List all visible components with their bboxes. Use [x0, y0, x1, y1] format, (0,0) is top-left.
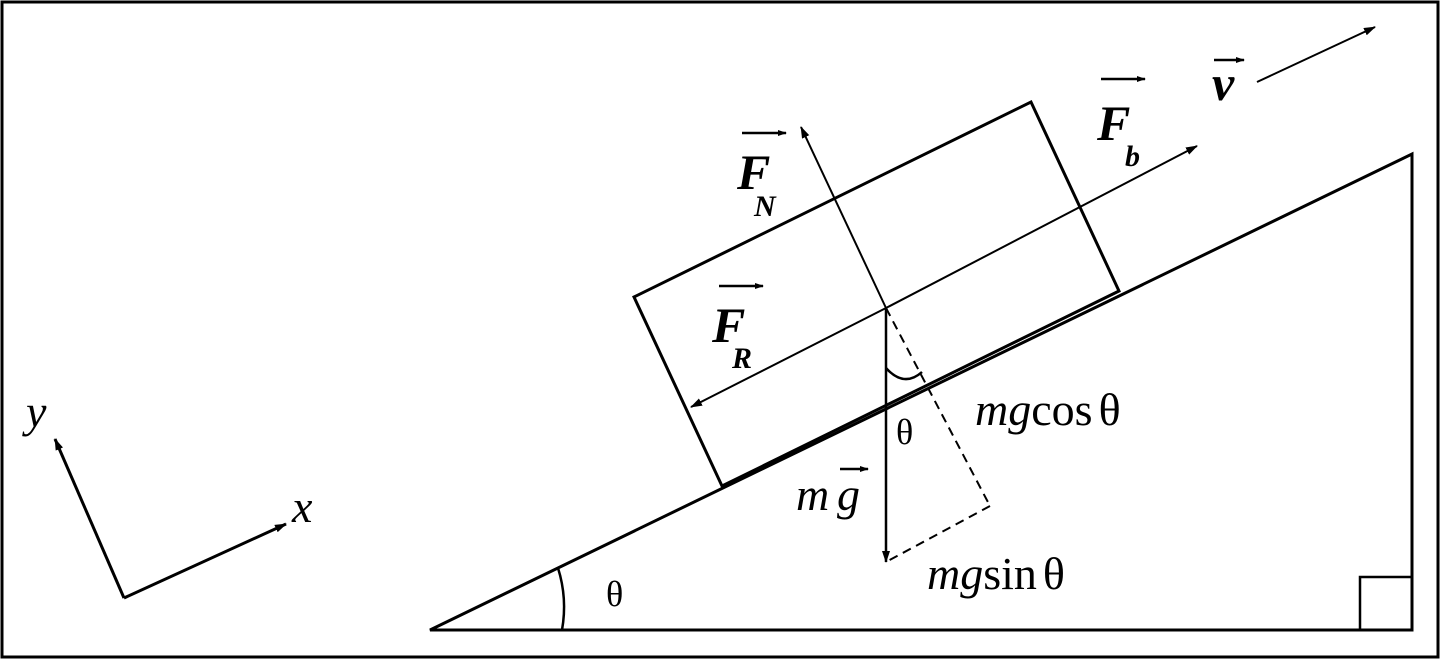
- resistance-force-label: F R: [711, 283, 764, 375]
- weight-cos-component-line: [885, 307, 991, 507]
- weight-sin-component-line: [885, 505, 991, 563]
- driving-force-arrow: [885, 145, 1198, 309]
- block-angle-arc: [885, 367, 923, 381]
- right-angle-marker: [1358, 575, 1412, 630]
- weight-cos-angle: θ: [1099, 384, 1121, 435]
- driving-force-symbol: F: [1096, 95, 1130, 151]
- y-axis-arrow: [53, 438, 126, 599]
- base-angle-label: θ: [606, 574, 623, 614]
- x-axis-label: x: [291, 481, 313, 532]
- resistance-force-arrow: [690, 307, 887, 408]
- incline-wedge: [429, 151, 1414, 632]
- base-angle-arc: [556, 567, 566, 631]
- weight-sin-angle: θ: [1043, 548, 1065, 599]
- velocity-label: v: [1212, 55, 1245, 111]
- velocity-arrow: [1256, 26, 1376, 83]
- normal-force-subscript: N: [753, 190, 777, 223]
- weight-mass-symbol: m: [796, 469, 829, 520]
- driving-force-label: F b: [1096, 76, 1146, 173]
- velocity-symbol: v: [1212, 55, 1235, 111]
- weight-g-symbol: g: [837, 469, 860, 520]
- resistance-force-symbol: F: [711, 297, 745, 353]
- driving-force-subscript: b: [1125, 140, 1140, 173]
- normal-force-arrow: [800, 126, 887, 309]
- y-axis-label: y: [22, 386, 47, 437]
- block-angle-label: θ: [896, 412, 913, 452]
- weight-sin-prefix: mg: [927, 548, 983, 599]
- block: [632, 99, 1121, 489]
- weight-label: m g: [796, 466, 869, 520]
- x-axis-arrow: [123, 522, 287, 600]
- resistance-force-subscript: R: [731, 342, 752, 375]
- weight-sin-func: sin: [983, 548, 1037, 599]
- weight-cos-func: cos: [1031, 384, 1092, 435]
- normal-force-symbol: F: [736, 144, 770, 200]
- weight-cos-prefix: mg: [975, 384, 1031, 435]
- normal-force-label: F N: [736, 130, 787, 223]
